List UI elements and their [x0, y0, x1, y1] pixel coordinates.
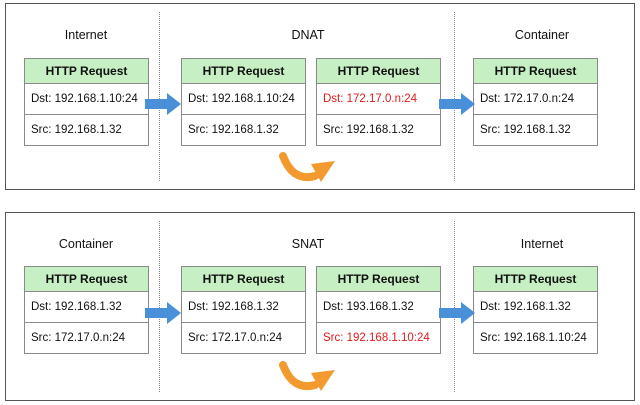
packet-dnat-before: HTTP Request Dst: 192.168.1.10:24 Src: 1…: [181, 58, 306, 146]
packet-header: HTTP Request: [25, 267, 148, 292]
right-arrow-icon: [145, 302, 181, 324]
packet-dst-rewritten: Dst: 172.17.0.n:24: [323, 93, 417, 105]
column-divider: [454, 12, 455, 181]
curved-arrow-icon: [279, 152, 335, 182]
column-divider: [159, 12, 160, 181]
packet-header: HTTP Request: [317, 267, 440, 292]
packet-header: HTTP Request: [474, 267, 597, 292]
packet-src: Src: 192.168.1.32: [25, 114, 148, 145]
packet-dst: Dst: 192.168.1.10:24: [31, 93, 138, 105]
packet-src: Src: 172.17.0.n:24: [182, 322, 305, 353]
packet-src: Src: 172.17.0.n:24: [25, 322, 148, 353]
packet-dst: Dst: 192.168.1.32: [480, 301, 571, 313]
column-title-dnat: DNAT: [291, 28, 325, 42]
packet-dnat-after: HTTP Request Dst: 172.17.0.n:24 Src: 192…: [316, 58, 441, 146]
packet-container: HTTP Request Dst: 172.17.0.n:24 Src: 192…: [473, 58, 598, 146]
column-title-snat: SNAT: [291, 237, 325, 251]
column-divider: [159, 221, 160, 392]
packet-container: HTTP Request Dst: 192.168.1.32 Src: 172.…: [24, 266, 149, 354]
snat-panel: Container SNAT Internet HTTP Request Dst…: [5, 212, 635, 401]
right-arrow-icon: [439, 93, 475, 115]
packet-src: Src: 192.168.1.32: [317, 114, 440, 145]
curved-arrow-icon: [279, 361, 335, 391]
packet-dst: Dst: 193.168.1.32: [323, 301, 414, 313]
packet-src: Src: 192.168.1.32: [474, 114, 597, 145]
packet-src: Src: 192.168.1.32: [182, 114, 305, 145]
packet-internet: HTTP Request Dst: 192.168.1.32 Src: 192.…: [473, 266, 598, 354]
right-arrow-icon: [145, 93, 181, 115]
packet-header: HTTP Request: [182, 59, 305, 84]
column-title-container: Container: [58, 237, 114, 251]
packet-dst: Dst: 192.168.1.10:24: [188, 93, 295, 105]
packet-header: HTTP Request: [25, 59, 148, 84]
packet-dst: Dst: 192.168.1.32: [31, 301, 122, 313]
packet-snat-after: HTTP Request Dst: 193.168.1.32 Src: 192.…: [316, 266, 441, 354]
packet-header: HTTP Request: [182, 267, 305, 292]
packet-header: HTTP Request: [317, 59, 440, 84]
packet-snat-before: HTTP Request Dst: 192.168.1.32 Src: 172.…: [181, 266, 306, 354]
column-divider: [454, 221, 455, 392]
column-title-internet: Internet: [520, 237, 564, 251]
packet-internet: HTTP Request Dst: 192.168.1.10:24 Src: 1…: [24, 58, 149, 146]
packet-dst: Dst: 172.17.0.n:24: [480, 93, 574, 105]
column-title-internet: Internet: [64, 28, 108, 42]
packet-header: HTTP Request: [474, 59, 597, 84]
packet-src-rewritten: Src: 192.168.1.10:24: [317, 322, 440, 353]
packet-src: Src: 192.168.1.10:24: [474, 322, 597, 353]
column-title-container: Container: [514, 28, 570, 42]
packet-dst: Dst: 192.168.1.32: [188, 301, 279, 313]
dnat-panel: Internet DNAT Container HTTP Request Dst…: [5, 3, 635, 190]
right-arrow-icon: [439, 302, 475, 324]
